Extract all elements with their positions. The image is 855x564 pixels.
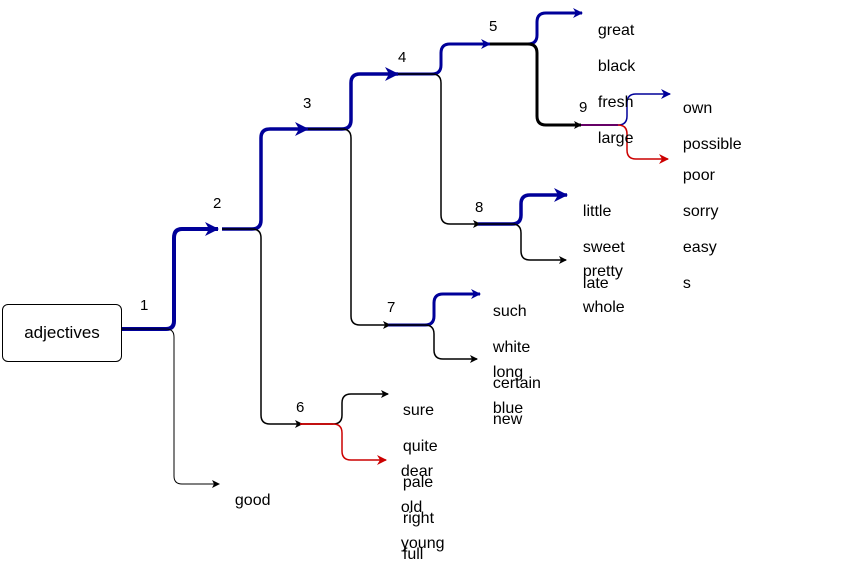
leaf-word: late	[582, 275, 609, 292]
node-label-9: 9	[579, 99, 588, 116]
edge-8-leaf-b	[478, 223, 567, 264]
root-node-adjectives: adjectives	[2, 304, 122, 362]
leaf-word: blue	[492, 400, 524, 417]
leaf-own-group: own possible	[674, 82, 742, 154]
edge-7-leaf-a	[388, 289, 481, 327]
edge-9-leaf-b	[581, 124, 669, 164]
leaf-word: black	[597, 58, 636, 75]
leaf-word: white	[492, 339, 531, 356]
leaf-word: whole	[582, 299, 625, 316]
leaf-pretty-group: pretty whole	[574, 245, 625, 317]
leaf-word: quite	[402, 438, 438, 455]
leaf-word: little	[582, 203, 612, 220]
edge-4-8	[398, 73, 481, 228]
node-label-8: 8	[475, 199, 484, 216]
leaf-word: sorry	[682, 203, 719, 220]
leaf-dear-group: dear old young	[392, 445, 445, 553]
node-label-6: 6	[296, 399, 305, 416]
leaf-word: certain	[492, 375, 541, 392]
node-label-4: 4	[398, 49, 407, 66]
edge-root-2	[122, 222, 219, 331]
leaf-word: old	[400, 499, 423, 516]
leaf-word: young	[400, 535, 445, 552]
node-label-3: 3	[303, 95, 312, 112]
edge-7-leaf-b	[388, 324, 478, 363]
node-label-7: 7	[387, 299, 396, 316]
leaf-word: dear	[400, 463, 433, 480]
leaf-poor-group: poor sorry easy s	[674, 149, 719, 293]
node-label-5: 5	[489, 18, 498, 35]
leaf-word: own	[682, 100, 713, 117]
leaf-word: sure	[402, 402, 435, 419]
edge-8-leaf-a	[478, 188, 568, 226]
leaf-word: long	[492, 364, 524, 381]
edge-2-6	[222, 228, 303, 428]
edge-4-5	[398, 39, 491, 76]
edge-9-leaf-a	[581, 89, 671, 126]
leaf-word: pale	[402, 474, 434, 491]
leaf-word: pretty	[582, 263, 623, 280]
leaf-word: s	[682, 275, 691, 292]
leaf-word: poor	[682, 167, 715, 184]
leaf-good: good	[226, 474, 271, 510]
leaf-word: such	[492, 303, 527, 320]
leaf-word: fresh	[597, 94, 634, 111]
leaf-word: good	[234, 492, 271, 509]
leaf-long-group: long blue	[484, 346, 523, 418]
leaf-word: possible	[682, 136, 742, 153]
edge-3-4	[308, 67, 399, 131]
leaf-word: sweet	[582, 239, 625, 256]
node-label-2: 2	[213, 195, 222, 212]
leaf-great-group: great black fresh large	[589, 4, 635, 148]
edge-3-7	[308, 128, 391, 329]
leaf-word: new	[492, 411, 523, 428]
edge-2-3	[222, 122, 309, 231]
leaf-such-group: such white certain new	[484, 285, 541, 429]
edge-5-9	[490, 42, 582, 129]
edge-root-good	[122, 328, 220, 488]
edge-6-leaf-a	[300, 390, 389, 425]
node-label-1: 1	[140, 297, 149, 314]
leaf-little-group: little sweet late	[574, 185, 625, 293]
leaf-word: easy	[682, 239, 717, 256]
leaf-word: great	[597, 22, 635, 39]
tree-diagram	[122, 8, 671, 488]
edge-5-leaf	[490, 8, 583, 46]
edge-6-leaf-b	[300, 423, 387, 465]
leaf-word: large	[597, 130, 634, 147]
